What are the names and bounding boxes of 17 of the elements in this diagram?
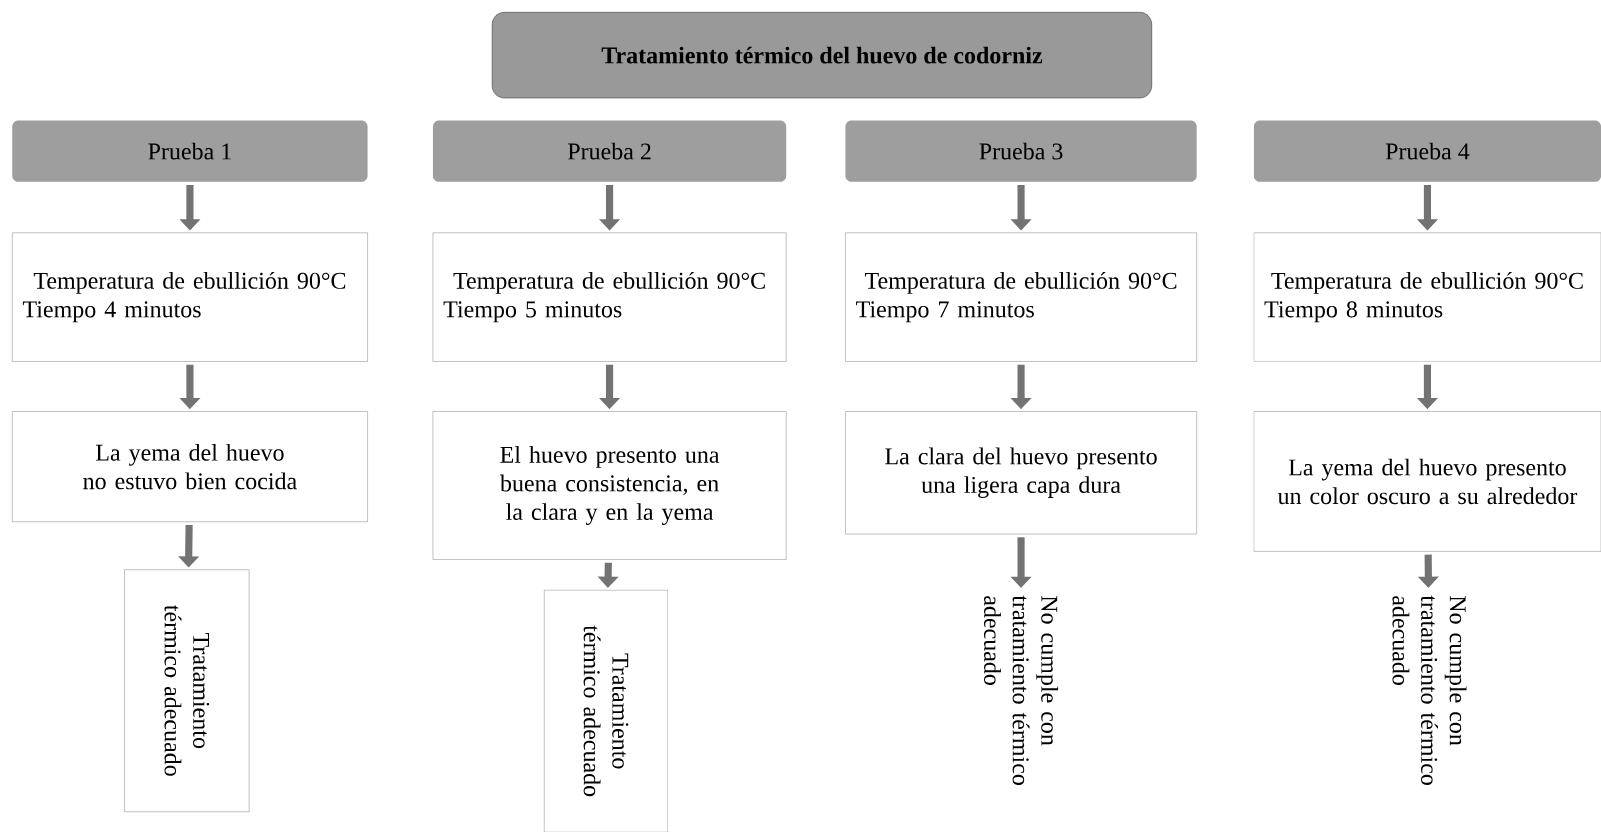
result-box: La yema del huevo no estuvo bien cocida — [12, 411, 368, 522]
process-box: Temperatura de ebullición 90°C Tiempo 5 minutos — [432, 232, 787, 362]
conclusion-text: No cumple con tratamiento térmico adecuado — [984, 595, 1059, 785]
tab-header: Prueba 1 — [12, 120, 368, 182]
conclusion-box: Tratamiento térmico adecuado — [544, 589, 668, 832]
conclusion-text: No cumple con tratamiento térmico adecuado — [1392, 595, 1467, 785]
result-box: La yema del huevo presento un color oscuro a su alrededor — [1253, 411, 1601, 552]
result-box: La clara del huevo presento una ligera capa dura — [845, 411, 1197, 535]
conclusion-box: Tratamiento térmico adecuado — [124, 569, 250, 812]
tab-header: Prueba 2 — [432, 120, 787, 182]
process-box: Temperatura de ebullición 90°C Tiempo 8 minutos — [1253, 232, 1601, 362]
tab-header: Prueba 4 — [1253, 120, 1601, 182]
tab-header: Prueba 3 — [845, 120, 1197, 182]
process-box: Temperatura de ebullición 90°C Tiempo 7 minutos — [845, 232, 1197, 362]
title-box: Tratamiento térmico del huevo de codorniz — [491, 11, 1152, 99]
process-box: Temperatura de ebullición 90°C Tiempo 4 minutos — [12, 232, 368, 362]
result-box: El huevo presento una buena consistencia, en la clara y en la yema — [432, 411, 787, 560]
